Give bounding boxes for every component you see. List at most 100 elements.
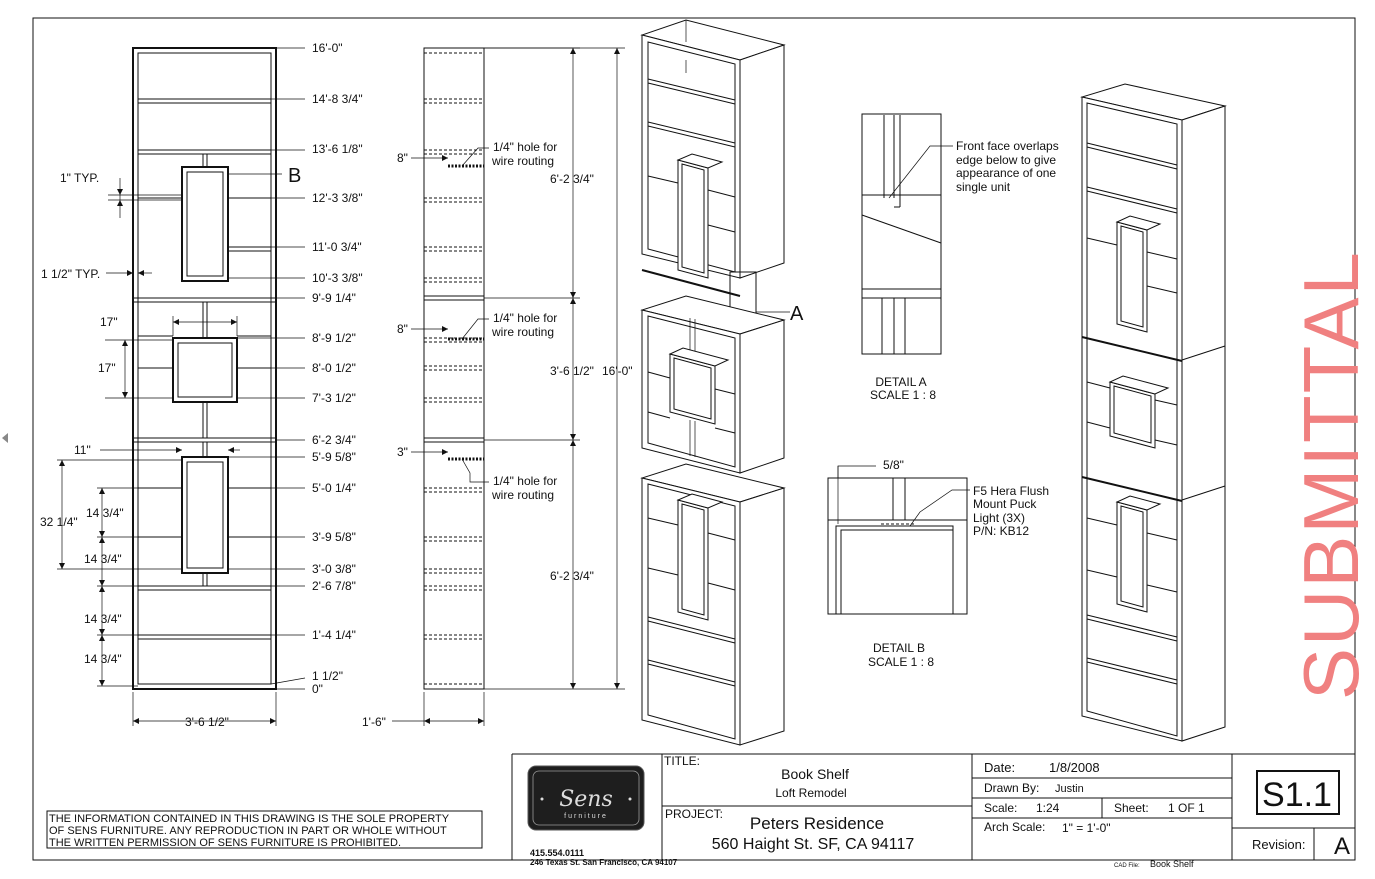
level-label: 5'-0 1/4"	[312, 481, 356, 495]
hole-note: wire routing	[491, 325, 554, 339]
detail-b-note: Light (3X)	[973, 511, 1025, 525]
project-name: Peters Residence	[750, 814, 884, 833]
dim-17-horizontal: 17"	[100, 315, 118, 329]
sheet-label: Sheet:	[1114, 801, 1149, 815]
width-dim: 3'-6 1/2"	[185, 715, 229, 729]
level-label: 6'-2 3/4"	[312, 433, 356, 447]
revision-label: Revision:	[1252, 837, 1305, 852]
scale-label: Scale:	[984, 801, 1017, 815]
sheet-value: 1 OF 1	[1168, 801, 1205, 815]
hole-dim-3: 3"	[397, 445, 408, 459]
hole-dim-8: 8"	[397, 151, 408, 165]
dim-14-3-4: 14 3/4"	[84, 652, 122, 666]
level-label: 7'-3 1/2"	[312, 391, 356, 405]
level-label: 2'-6 7/8"	[312, 579, 356, 593]
level-label: 0"	[312, 682, 323, 696]
hole-note: 1/4" hole for	[493, 474, 557, 488]
level-label: 3'-9 5/8"	[312, 530, 356, 544]
detail-b-labels: 5/8" F5 Hera Flush Mount Puck Light (3X)…	[868, 458, 1049, 669]
typ-1-label: 1" TYP.	[60, 171, 99, 185]
project-label: PROJECT:	[665, 807, 723, 821]
level-label: 12'-3 3/8"	[312, 191, 363, 205]
level-label: 5'-9 5/8"	[312, 450, 356, 464]
date-label: Date:	[984, 760, 1015, 775]
side-view	[392, 47, 625, 726]
level-label: 9'-9 1/4"	[312, 291, 356, 305]
detail-b-note: P/N: KB12	[973, 524, 1029, 538]
title-block-text: Sens furniture 415.554.0111 246 Texas St…	[530, 754, 1350, 869]
drawing-subtitle: Loft Remodel	[775, 786, 846, 800]
sens-logo	[527, 765, 645, 831]
hole-note: 1/4" hole for	[493, 140, 557, 154]
section-dim: 6'-2 3/4"	[550, 172, 594, 186]
arch-scale-value: 1" = 1'-0"	[1062, 821, 1111, 835]
dim-11: 11"	[74, 443, 91, 457]
detail-a-scale: SCALE 1 : 8	[870, 388, 936, 402]
level-label: 8'-9 1/2"	[312, 331, 356, 345]
detail-a-labels: Front face overlaps edge below to give a…	[870, 139, 1059, 402]
hole-note: 1/4" hole for	[493, 311, 557, 325]
section-dim: 6'-2 3/4"	[550, 569, 594, 583]
arch-scale-label: Arch Scale:	[984, 820, 1045, 834]
detail-b-dim: 5/8"	[883, 458, 904, 472]
project-address: 560 Haight St. SF, CA 94117	[712, 836, 915, 853]
detail-a	[861, 113, 953, 355]
level-label: 16'-0"	[312, 41, 343, 55]
level-label: 14'-8 3/4"	[312, 92, 363, 106]
hole-note: wire routing	[491, 154, 554, 168]
sheet-border	[32, 17, 1356, 861]
detail-b-scale: SCALE 1 : 8	[868, 655, 934, 669]
title-label: TITLE:	[664, 754, 700, 768]
side-view-labels: 8" 8" 3" 1/4" hole for wire routing 1/4"…	[362, 140, 633, 729]
level-label: 11'-0 3/4"	[312, 240, 362, 254]
level-label: 3'-0 3/8"	[312, 562, 356, 576]
detail-a-note: edge below to give	[956, 153, 1056, 167]
detail-a-title: DETAIL A	[875, 375, 926, 389]
notice-line: THE INFORMATION CONTAINED IN THIS DRAWIN…	[49, 813, 450, 825]
callout-a: A	[790, 303, 804, 325]
assembled-isometric	[1080, 83, 1227, 742]
property-notice: THE INFORMATION CONTAINED IN THIS DRAWIN…	[46, 810, 483, 849]
drawn-label: Drawn By:	[984, 781, 1039, 795]
drawing-title: Book Shelf	[781, 766, 849, 782]
scale-value: 1:24	[1036, 801, 1060, 815]
dim-14-3-4: 14 3/4"	[84, 612, 122, 626]
notice-line: THE WRITTEN PERMISSION OF SENS FURNITURE…	[49, 837, 401, 849]
dim-14-3-4: 14 3/4"	[84, 552, 122, 566]
dim-17-vertical: 17"	[98, 361, 116, 375]
drawn-value: Justin	[1055, 783, 1084, 795]
title-block	[511, 753, 1355, 860]
front-elevation	[57, 47, 306, 726]
elevation-level-labels: 16'-0" 14'-8 3/4" 13'-6 1/8" 12'-3 3/8" …	[40, 41, 363, 729]
detail-b-note: Mount Puck	[973, 497, 1037, 511]
callout-b: B	[288, 165, 301, 187]
detail-a-note: Front face overlaps	[956, 139, 1059, 153]
level-label: 1'-4 1/4"	[312, 628, 356, 642]
cad-file-value: Book Shelf	[1150, 859, 1194, 869]
section-dim: 3'-6 1/2"	[550, 364, 594, 378]
submittal-stamp: SUBMITTAL	[1287, 250, 1375, 700]
level-label: 13'-6 1/8"	[312, 142, 363, 156]
level-label: 10'-3 3/8"	[312, 271, 363, 285]
left-arrow-icon	[2, 433, 8, 443]
dim-14-3-4: 14 3/4"	[86, 506, 124, 520]
date-value: 1/8/2008	[1049, 760, 1100, 775]
detail-a-note: appearance of one	[956, 166, 1056, 180]
level-label: 8'-0 1/2"	[312, 361, 356, 375]
hole-dim-8: 8"	[397, 322, 408, 336]
level-label: 1 1/2"	[312, 669, 343, 683]
detail-b-title: DETAIL B	[873, 641, 925, 655]
dim-32-1-4: 32 1/4"	[40, 515, 78, 529]
logo-subtext: furniture	[564, 813, 608, 820]
detail-b-note: F5 Hera Flush	[973, 484, 1049, 498]
revision-value: A	[1334, 833, 1350, 860]
exploded-isometric	[640, 19, 790, 746]
notice-line: OF SENS FURNITURE. ANY REPRODUCTION IN P…	[49, 825, 447, 837]
detail-b	[827, 465, 970, 615]
logo-text: Sens	[559, 787, 613, 812]
hole-note: wire routing	[491, 488, 554, 502]
overall-height-dim: 16'-0"	[602, 364, 633, 378]
depth-dim: 1'-6"	[362, 715, 386, 729]
typ-1-5-label: 1 1/2" TYP.	[41, 267, 100, 281]
